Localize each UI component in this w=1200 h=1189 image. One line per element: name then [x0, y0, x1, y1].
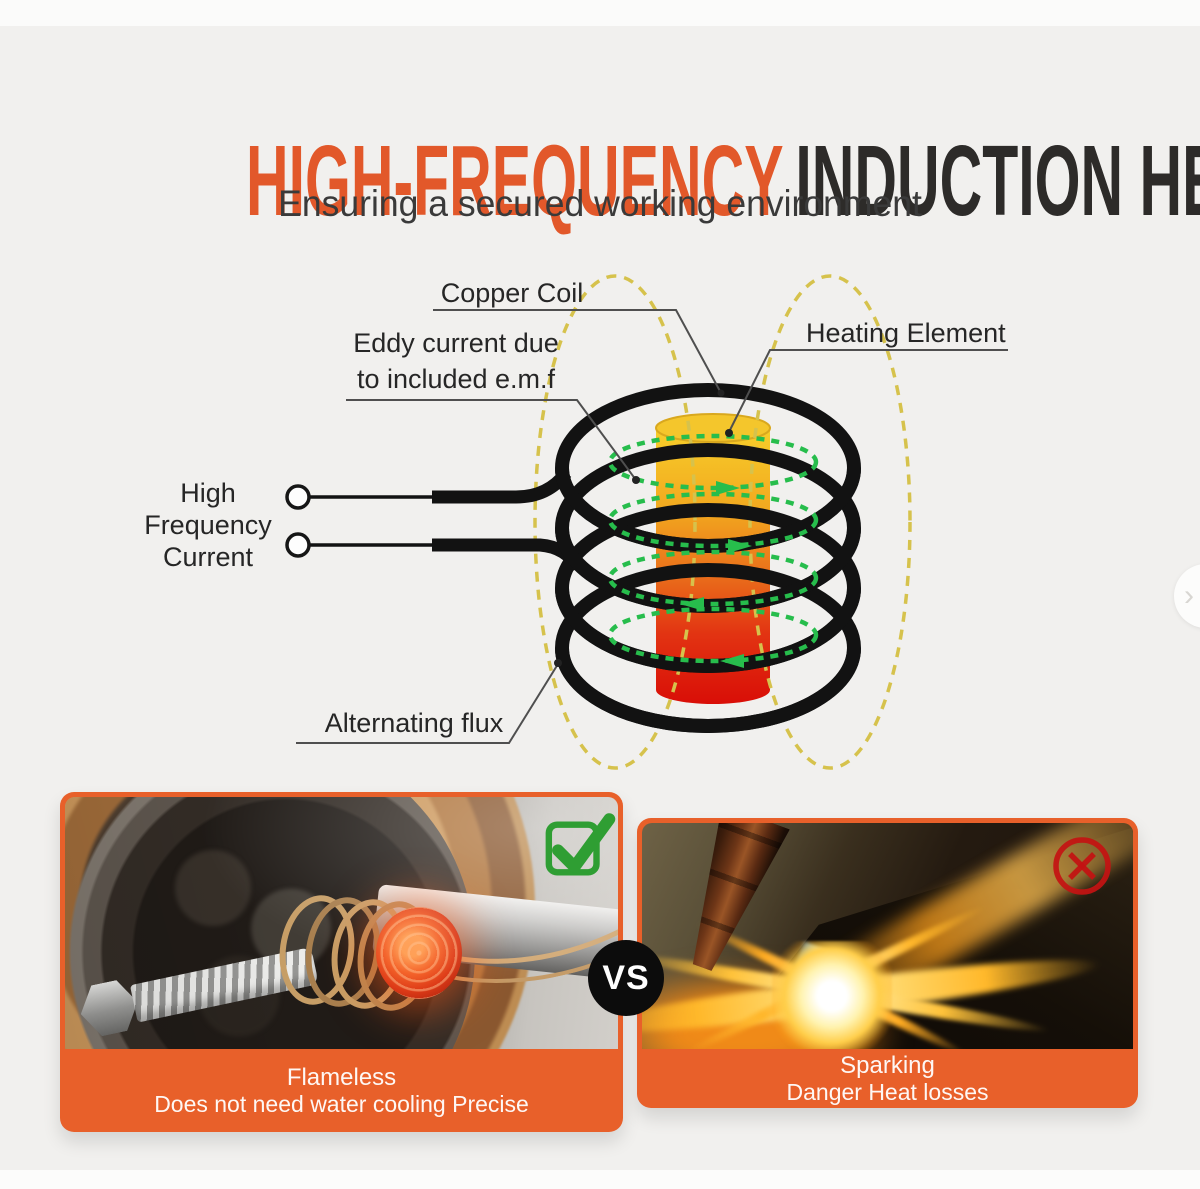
eddy-arrow-icon: [720, 654, 744, 668]
alternating-flux-lines: [533, 274, 912, 770]
torch-caption: Sparking Danger Heat losses: [637, 1049, 1138, 1108]
caption-line: Sparking: [840, 1052, 935, 1079]
eddy-arrow-icon: [680, 597, 704, 611]
caption-line: Does not need water cooling Precise: [154, 1091, 529, 1117]
current-terminals: [285, 484, 311, 558]
top-margin-strip: [0, 0, 1200, 26]
label-hf-current-2: Frequency: [144, 510, 272, 540]
eddy-current-rings: [607, 433, 819, 668]
label-hf-current-1: High: [180, 478, 236, 508]
vs-badge: VS: [588, 940, 664, 1016]
label-alternating-flux: Alternating flux: [325, 708, 504, 738]
torch-photo: [642, 823, 1133, 1049]
photo-shading: [65, 797, 618, 1049]
label-eddy-current-1: Eddy current due: [353, 328, 559, 358]
leader-lines: [296, 309, 1008, 744]
bottom-margin-strip: [0, 1170, 1200, 1189]
induction-work-coil: [272, 889, 480, 1029]
label-eddy-current-2: to included e.m.f: [357, 364, 556, 394]
induction-coil-diagram: Copper Coil Heating Element Eddy current…: [144, 274, 1008, 770]
induction-example-card: Flameless Does not need water cooling Pr…: [60, 792, 623, 1132]
page-title-accent: HIGH-FREQUENCY: [246, 125, 784, 237]
page-subtitle: Ensuring a secured working environment: [278, 183, 922, 224]
label-heating-element: Heating Element: [806, 318, 1006, 348]
check-icon: [545, 813, 616, 876]
copper-coil-turns: [555, 383, 861, 733]
spark-burst-core: [772, 941, 892, 1049]
caption-line: Danger Heat losses: [786, 1079, 989, 1105]
eddy-arrow-icon: [728, 539, 752, 553]
glowing-workpiece: [376, 907, 462, 999]
label-hf-current-3: Current: [163, 542, 254, 572]
induction-caption: Flameless Does not need water cooling Pr…: [60, 1049, 623, 1132]
label-copper-coil: Copper Coil: [441, 278, 584, 308]
page-title-main: INDUCTION HEATING: [795, 125, 1200, 237]
induction-photo: [65, 797, 618, 1049]
eddy-arrow-icon: [716, 481, 740, 495]
chevron-right-icon: ›: [1184, 579, 1194, 612]
cross-icon: [1053, 837, 1111, 895]
torch-example-card: Sparking Danger Heat losses: [637, 818, 1138, 1108]
caption-line: Flameless: [286, 1064, 397, 1091]
supply-wires: [308, 468, 584, 572]
